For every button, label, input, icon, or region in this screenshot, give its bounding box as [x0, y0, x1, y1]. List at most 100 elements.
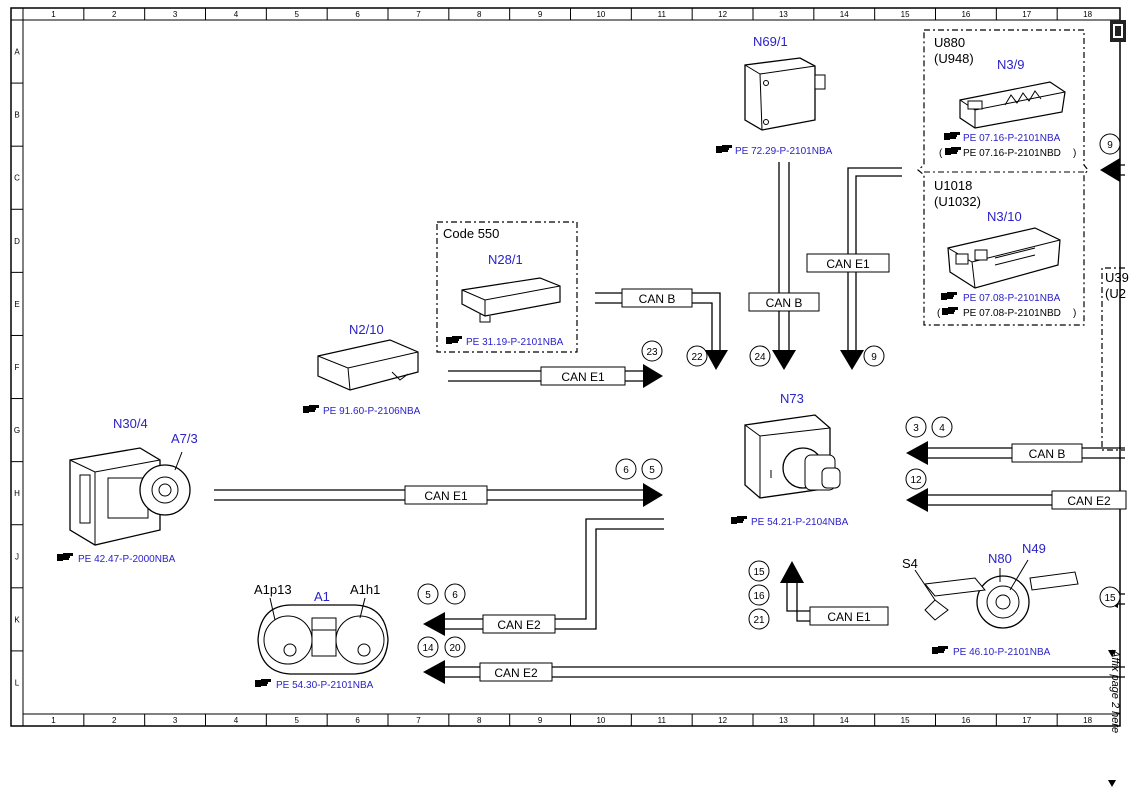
svg-text:14: 14 [422, 643, 434, 654]
n80-hand-icon [932, 646, 948, 654]
can-e2-line-a1 [445, 518, 664, 630]
a1-ref[interactable]: PE 54.30-P-2101NBA [276, 680, 374, 691]
svg-text:16: 16 [753, 591, 765, 602]
grid-column-label: 18 [1083, 716, 1092, 725]
connector-6[interactable]: 6 [615, 458, 637, 480]
a1-label: A1 [314, 589, 330, 604]
bus-label-can-e1-3: CAN E1 [424, 489, 468, 503]
n73-label: N73 [780, 391, 804, 406]
n69-1-component[interactable]: N69/1 PE 72.29-P-2101NBA [716, 34, 833, 157]
connector-20[interactable]: 20 [444, 636, 466, 658]
connector-markers: 23 22 24 9 9 6 5 3 4 12 5 6 14 20 15 16 … [417, 133, 1121, 658]
u880-component[interactable]: U880 (U948) N3/9 PE 07.16-P-2101NBA ( PE… [934, 35, 1076, 159]
grid-column-label: 4 [234, 716, 239, 725]
n3-10-hand-icon [941, 292, 957, 300]
arrow-left-12 [906, 488, 928, 512]
svg-text:20: 20 [449, 643, 461, 654]
n73-component[interactable]: N73 PE 54.21-P-2104NBA [731, 391, 849, 528]
connector-12[interactable]: 12 [905, 468, 927, 490]
bus-labels: CAN B CAN B CAN E1 CAN E1 CAN E1 CAN B C… [404, 253, 1127, 682]
grid-column-label: 10 [596, 10, 605, 19]
svg-text:5: 5 [425, 590, 431, 601]
n69-1-ref[interactable]: PE 72.29-P-2101NBA [735, 146, 833, 157]
connector-5[interactable]: 5 [641, 458, 663, 480]
bus-label-can-e2-3: CAN E2 [494, 666, 538, 680]
u1018-component[interactable]: U1018 (U1032) N3/10 PE 07.08-P-2101NBA (… [934, 178, 1076, 319]
grid-column-label: 12 [718, 10, 727, 19]
n28-1-module-icon [461, 277, 561, 323]
n2-10-ref[interactable]: PE 91.60-P-2106NBA [323, 406, 421, 417]
bus-label-can-e1-2: CAN E1 [561, 370, 605, 384]
u39-component[interactable]: U39 (U2 [1101, 267, 1129, 451]
connector-9-right[interactable]: 9 [1099, 133, 1121, 155]
svg-text:24: 24 [754, 352, 766, 363]
u39-code: U39 [1105, 270, 1129, 285]
n69-1-label: N69/1 [753, 34, 788, 49]
connector-15-right[interactable]: 15 [1099, 586, 1121, 608]
connector-23[interactable]: 23 [641, 340, 663, 362]
n28-1-code: Code 550 [443, 226, 499, 241]
grid-column-label: 9 [538, 10, 543, 19]
grid-column-label: 17 [1022, 716, 1031, 725]
grid-column-label: 15 [901, 10, 910, 19]
u1018-code: U1018 [934, 178, 972, 193]
a1p13-label: A1p13 [254, 582, 292, 597]
grid-column-label: 11 [658, 10, 667, 19]
n80-ref[interactable]: PE 46.10-P-2101NBA [953, 647, 1051, 658]
a1h1-label: A1h1 [350, 582, 380, 597]
n3-9-ref[interactable]: PE 07.16-P-2101NBA [963, 133, 1061, 144]
connector-6-lower[interactable]: 6 [444, 583, 466, 605]
bus-label-can-e2-2: CAN E2 [497, 618, 541, 632]
svg-text:9: 9 [1107, 140, 1113, 151]
connector-24[interactable]: 24 [749, 345, 771, 367]
connector-15[interactable]: 15 [748, 560, 770, 582]
grid-row-label: E [14, 300, 19, 309]
connector-9[interactable]: 9 [863, 345, 885, 367]
ecu-option-box [917, 29, 1089, 326]
n3-9-ref2[interactable]: PE 07.16-P-2101NBD [963, 148, 1061, 159]
u880-code: U880 [934, 35, 965, 50]
n2-10-component[interactable]: N2/10 PE 91.60-P-2106NBA [303, 322, 421, 417]
connector-22[interactable]: 22 [686, 345, 708, 367]
n3-10-ref2[interactable]: PE 07.08-P-2101NBD [963, 308, 1061, 319]
n69-1-module-icon [744, 57, 826, 131]
n30-4-ref[interactable]: PE 42.47-P-2000NBA [78, 554, 176, 565]
a1-component[interactable]: A1 A1p13 A1h1 PE 54.30-P-2101NBA [254, 582, 389, 691]
grid-column-label: 3 [173, 10, 178, 19]
n3-9-ecu-icon [959, 81, 1066, 129]
grid-column-label: 13 [779, 10, 788, 19]
connector-14[interactable]: 14 [417, 636, 439, 658]
connector-3[interactable]: 3 [905, 416, 927, 438]
a1-hand-icon [255, 679, 271, 687]
arrow-down-22 [705, 350, 728, 370]
grid-column-label: 13 [779, 716, 788, 725]
grid-column-label: 12 [718, 716, 727, 725]
bus-label-can-b-1: CAN B [639, 292, 676, 306]
grid-row-label: H [14, 489, 20, 498]
n3-9-label: N3/9 [997, 57, 1024, 72]
grid-column-label: 14 [840, 10, 849, 19]
arrow-left-9-right [1100, 158, 1120, 182]
connector-4[interactable]: 4 [931, 416, 953, 438]
n28-1-ref[interactable]: PE 31.19-P-2101NBA [466, 337, 564, 348]
n28-1-component[interactable]: Code 550 N28/1 PE 31.19-P-2101NBA [436, 221, 578, 353]
grid-row-label: L [15, 678, 20, 687]
grid-row-label: C [14, 174, 20, 183]
connector-21[interactable]: 21 [748, 608, 770, 630]
bus-label-can-e2-1: CAN E2 [1067, 494, 1111, 508]
page-corner-icon [1110, 20, 1126, 42]
n73-ref[interactable]: PE 54.21-P-2104NBA [751, 517, 849, 528]
connector-16[interactable]: 16 [748, 584, 770, 606]
affix-arrow-bottom-icon [1108, 780, 1116, 787]
u39-code-alt: (U2 [1105, 286, 1126, 301]
svg-text:3: 3 [913, 423, 919, 434]
connector-5-lower[interactable]: 5 [417, 583, 439, 605]
n2-10-module-icon [317, 339, 419, 391]
bus-label-can-e1-4: CAN E1 [827, 610, 871, 624]
n80-component[interactable]: N80 N49 S4 PE 46.10-P-2101NBA [902, 541, 1079, 658]
svg-text:23: 23 [646, 347, 658, 358]
n30-4-component[interactable]: N30/4 A7/3 PE 42.47-P-2000NBA [57, 416, 198, 565]
grid-column-label: 6 [355, 716, 360, 725]
arrow-right-23 [643, 364, 663, 388]
n3-10-ref[interactable]: PE 07.08-P-2101NBA [963, 293, 1061, 304]
